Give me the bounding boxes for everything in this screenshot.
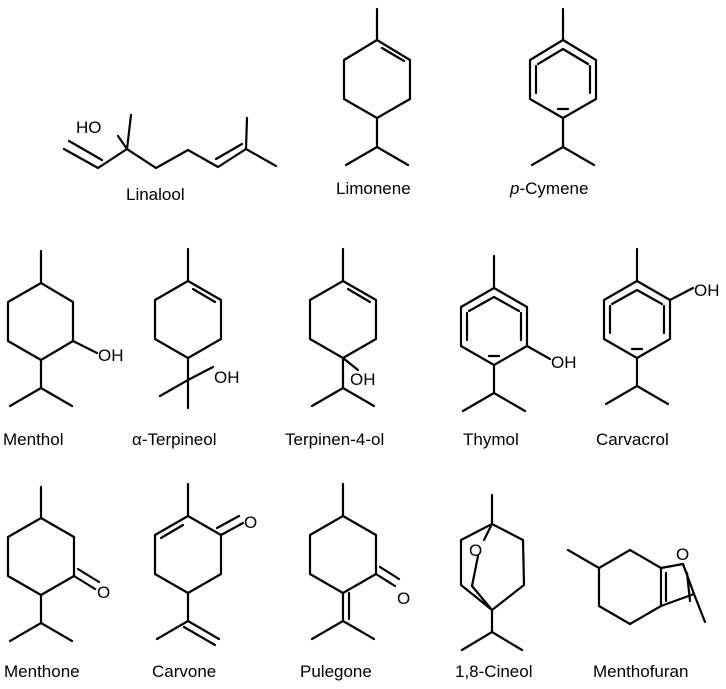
menthol-name: Menthol [3, 430, 63, 449]
terpinen-4-ol-oh-label: OH [350, 370, 376, 389]
cineol-o-label: O [469, 541, 482, 560]
carvone-name: Carvone [152, 662, 216, 681]
limonene-name: Limonene [336, 179, 411, 198]
carvacrol-oh-label: OH [694, 281, 720, 300]
carvacrol-name: Carvacrol [596, 430, 669, 449]
menthol-structure: OH Menthol [3, 249, 124, 449]
menthol-oh-label: OH [98, 346, 124, 365]
carvone-structure: O Carvone [152, 482, 257, 681]
p-cymene-name: p-Cymene [509, 179, 588, 198]
linalool-ho-label: HO [76, 118, 102, 137]
pulegone-o-label: O [397, 589, 410, 608]
pulegone-structure: O Pulegone [300, 482, 410, 681]
alpha-terpineol-oh-label: OH [214, 368, 240, 387]
cineol-structure: O 1,8-Cineol [455, 493, 533, 681]
terpinen-4-ol-structure: OH Terpinen-4-ol [285, 247, 384, 449]
menthone-structure: O Menthone [4, 485, 110, 681]
thymol-oh-label: OH [551, 353, 577, 372]
thymol-structure: OH Thymol [459, 254, 577, 449]
p-cymene-prefix: p [509, 179, 519, 198]
alpha-terpineol-suffix: -Terpineol [142, 430, 217, 449]
alpha-terpineol-structure: OH α-Terpineol [132, 247, 240, 449]
p-cymene-suffix: -Cymene [519, 179, 588, 198]
menthofuran-structure: O Menthofuran [566, 545, 707, 681]
carvacrol-structure: OH Carvacrol [596, 247, 720, 449]
cineol-name: 1,8-Cineol [455, 662, 533, 681]
limonene-structure: Limonene [336, 7, 412, 198]
carvone-o-label: O [244, 513, 257, 532]
menthone-name: Menthone [4, 662, 80, 681]
p-cymene-structure: p-Cymene [509, 7, 598, 198]
menthofuran-o-label: O [676, 545, 689, 564]
pulegone-name: Pulegone [300, 662, 372, 681]
thymol-name: Thymol [463, 430, 519, 449]
alpha-terpineol-name: α-Terpineol [132, 430, 216, 449]
terpinen-4-ol-name: Terpinen-4-ol [285, 430, 384, 449]
alpha-terpineol-prefix: α [132, 430, 142, 449]
menthofuran-name: Menthofuran [593, 662, 688, 681]
linalool-structure: HO Linalool [62, 113, 278, 204]
linalool-name: Linalool [126, 185, 185, 204]
menthone-o-label: O [97, 583, 110, 602]
